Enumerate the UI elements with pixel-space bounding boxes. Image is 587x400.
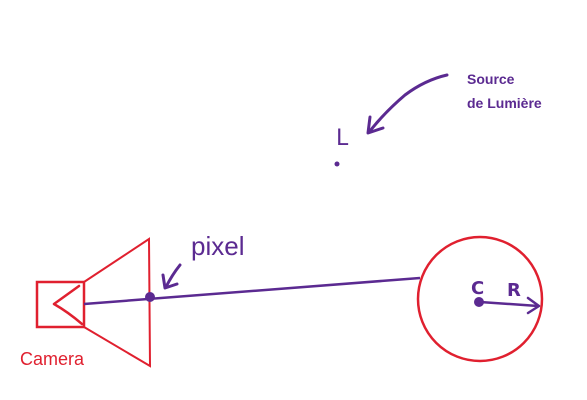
camera-label: Camera <box>20 349 85 369</box>
light-source-arrow <box>368 73 449 133</box>
sphere <box>416 235 544 363</box>
light-point-label: L <box>336 126 349 151</box>
light-source-label-line1: Source <box>467 71 515 87</box>
camera-frustum <box>83 237 152 368</box>
view-ray <box>83 276 421 306</box>
light-point-dot <box>334 161 340 167</box>
radius-arrow <box>478 300 540 308</box>
radius-arrowhead <box>526 296 541 315</box>
pixel-arrow <box>164 263 182 289</box>
camera-body <box>35 280 86 329</box>
sphere-center-label: C <box>471 278 484 299</box>
pixel-label: pixel <box>191 231 244 261</box>
pixel-dot <box>145 292 155 302</box>
camera-lens <box>52 284 84 326</box>
pixel-arrowhead <box>161 273 179 290</box>
light-source-arrowhead <box>366 115 385 135</box>
sphere-radius-label: R <box>507 280 521 301</box>
light-source-label-line2: de Lumière <box>467 95 542 111</box>
